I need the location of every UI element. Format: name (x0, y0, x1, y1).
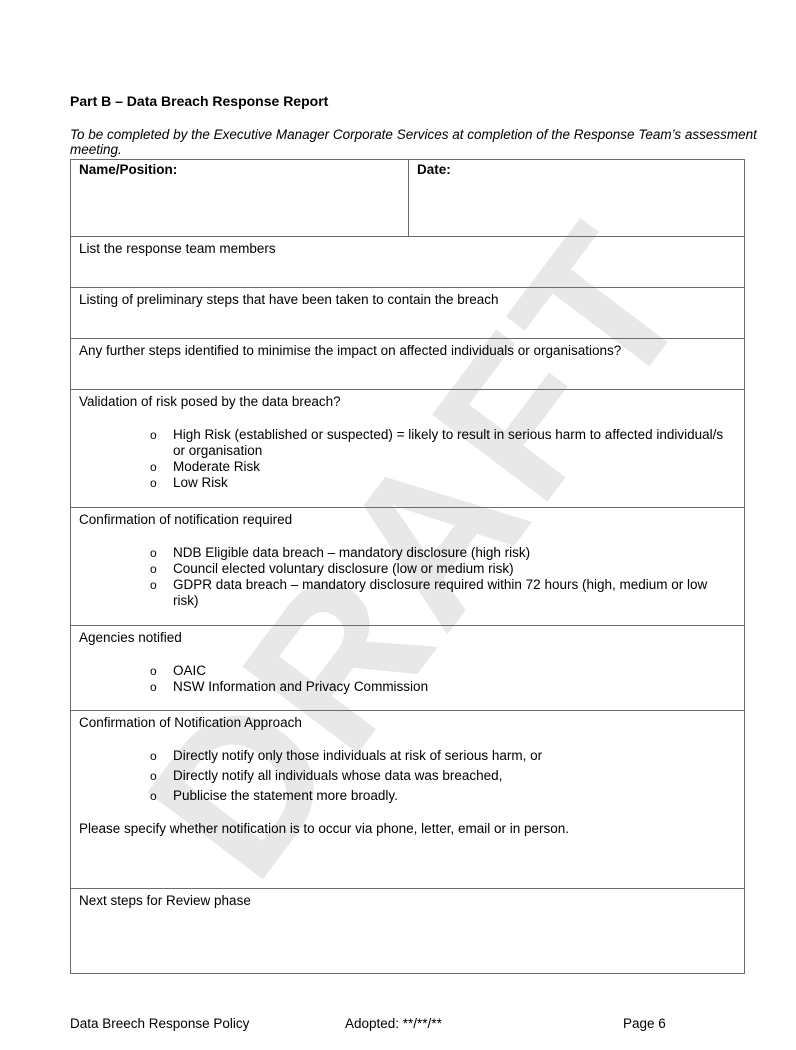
footer-page-number: Page 6 (623, 1016, 666, 1031)
risk-validation-field[interactable]: Validation of risk posed by the data bre… (70, 389, 745, 508)
risk-option-high[interactable]: o High Risk (established or suspected) = … (79, 427, 736, 459)
approach-options: o Directly notify only those individuals … (79, 748, 736, 804)
team-members-field[interactable]: List the response team members (70, 236, 745, 288)
notification-options: o NDB Eligible data breach – mandatory di… (79, 545, 736, 609)
approach-option-at-risk[interactable]: o Directly notify only those individuals … (79, 748, 736, 764)
option-label: OAIC (173, 663, 207, 678)
risk-validation-label: Validation of risk posed by the data bre… (79, 394, 341, 409)
option-label: Directly notify only those individuals a… (173, 748, 543, 763)
option-label: Publicise the statement more broadly. (173, 788, 398, 803)
team-members-label: List the response team members (79, 241, 276, 256)
option-label: Council elected voluntary disclosure (lo… (173, 561, 514, 576)
bullet-icon: o (150, 749, 157, 763)
bullet-icon: o (150, 562, 157, 576)
bullet-icon: o (150, 428, 157, 442)
notification-method-prompt: Please specify whether notification is t… (79, 821, 570, 836)
further-steps-field[interactable]: Any further steps identified to minimise… (70, 338, 745, 390)
option-label: Moderate Risk (173, 459, 261, 474)
footer-adopted-date: Adopted: **/**/** (345, 1016, 442, 1031)
name-position-field[interactable]: Name/Position: (70, 159, 409, 237)
risk-option-low[interactable]: o Low Risk (79, 475, 736, 491)
next-steps-field[interactable]: Next steps for Review phase (70, 888, 745, 974)
bullet-icon: o (150, 789, 157, 803)
option-label: GDPR data breach – mandatory disclosure … (173, 577, 708, 608)
approach-option-publicise[interactable]: o Publicise the statement more broadly. (79, 788, 736, 804)
response-report-form: Name/Position: Date: List the response t… (70, 159, 745, 974)
date-label: Date: (417, 162, 451, 177)
further-steps-label: Any further steps identified to minimise… (79, 343, 622, 358)
agencies-notified-label: Agencies notified (79, 630, 182, 645)
risk-option-moderate[interactable]: o Moderate Risk (79, 459, 736, 475)
preliminary-steps-label: Listing of preliminary steps that have b… (79, 292, 499, 307)
name-position-label: Name/Position: (79, 162, 178, 177)
bullet-icon: o (150, 460, 157, 474)
option-label: Directly notify all individuals whose da… (173, 768, 503, 783)
notification-approach-label: Confirmation of Notification Approach (79, 715, 302, 730)
option-label: NSW Information and Privacy Commission (173, 679, 429, 694)
notification-option-voluntary[interactable]: o Council elected voluntary disclosure (l… (79, 561, 736, 577)
approach-option-all[interactable]: o Directly notify all individuals whose d… (79, 768, 736, 784)
bullet-icon: o (150, 578, 157, 592)
option-label: Low Risk (173, 475, 228, 490)
footer-doc-title: Data Breech Response Policy (70, 1016, 250, 1031)
bullet-icon: o (150, 664, 157, 678)
bullet-icon: o (150, 546, 157, 560)
intro-text: To be completed by the Executive Manager… (70, 127, 757, 157)
agency-option-nsw-ipc[interactable]: o NSW Information and Privacy Commission (79, 679, 736, 695)
notification-required-label: Confirmation of notification required (79, 512, 293, 527)
page-heading: Part B – Data Breach Response Report (70, 93, 329, 109)
notification-required-field[interactable]: Confirmation of notification required o N… (70, 507, 745, 626)
option-label: NDB Eligible data breach – mandatory dis… (173, 545, 531, 560)
bullet-icon: o (150, 769, 157, 783)
risk-options: o High Risk (established or suspected) = … (79, 427, 736, 491)
notification-option-ndb[interactable]: o NDB Eligible data breach – mandatory di… (79, 545, 736, 561)
agency-option-oaic[interactable]: o OAIC (79, 663, 736, 679)
bullet-icon: o (150, 680, 157, 694)
date-field[interactable]: Date: (408, 159, 745, 237)
bullet-icon: o (150, 476, 157, 490)
preliminary-steps-field[interactable]: Listing of preliminary steps that have b… (70, 287, 745, 339)
notification-option-gdpr[interactable]: o GDPR data breach – mandatory disclosure… (79, 577, 736, 609)
option-label: High Risk (established or suspected) = l… (173, 427, 724, 458)
next-steps-label: Next steps for Review phase (79, 893, 251, 908)
